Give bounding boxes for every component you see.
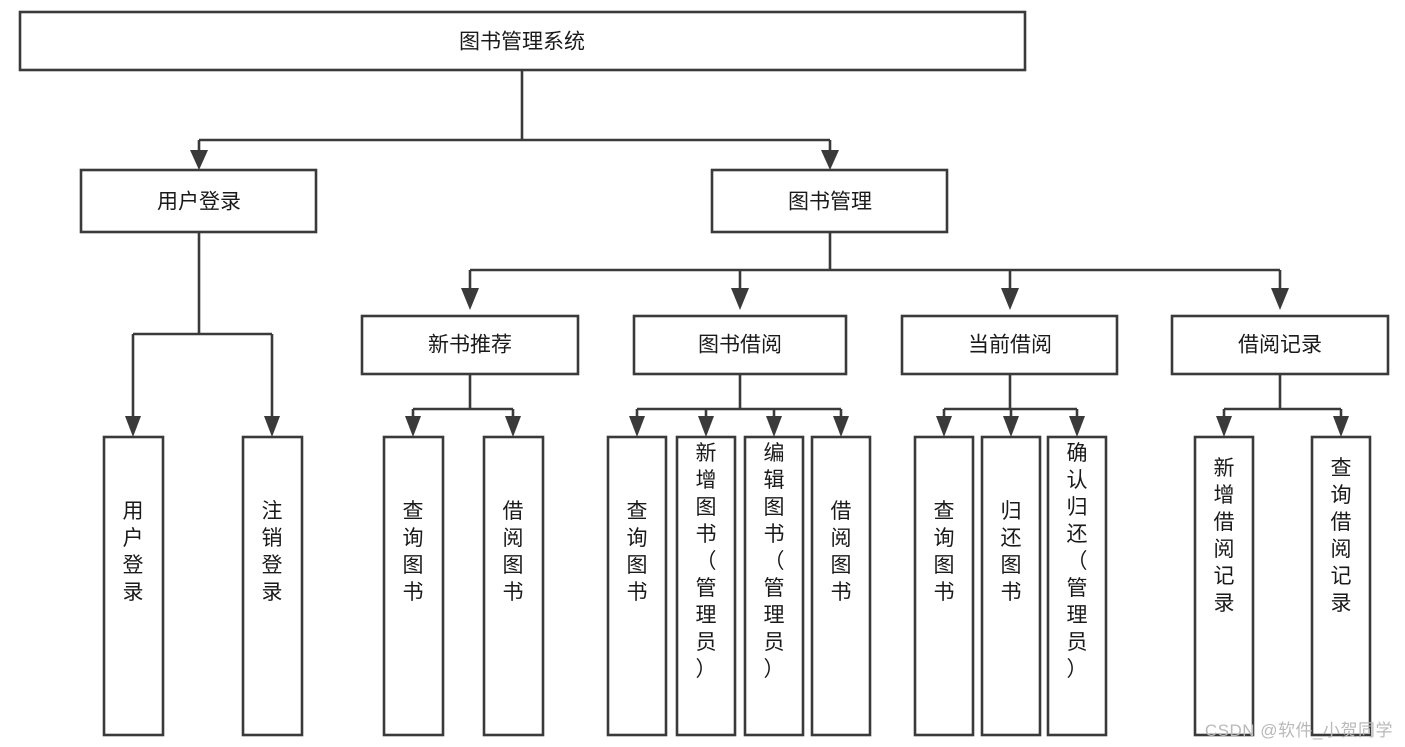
node-current-borrow-box[interactable] (900, 314, 1119, 376)
arrow-head-userlogin-child-2 (264, 416, 280, 437)
node-new-book-recommend-box[interactable] (360, 314, 580, 376)
connector-group-book-borrow (629, 374, 849, 437)
leaf-borrow-records-1[interactable]: 新增借阅记录 (1193, 435, 1255, 737)
node-root-box[interactable] (18, 10, 1027, 72)
leaf-book-borrow-3-box[interactable] (743, 435, 805, 737)
leaf-book-borrow-4[interactable]: 借阅图书 (810, 435, 872, 737)
leaf-book-borrow-2[interactable]: 新增图书（管理员） (675, 435, 737, 737)
leaf-borrow-records-2-label: 查询借阅记录 (1331, 457, 1352, 615)
leaf-current-borrow-1-label: 查询图书 (934, 500, 955, 604)
arrow-head-newbooks-child-2 (505, 416, 521, 437)
leaf-user-login-2-label: 注销登录 (262, 500, 283, 604)
leaf-current-borrow-2-label: 归还图书 (1001, 500, 1022, 604)
arrow-head-newbooks-child-1 (405, 416, 421, 437)
node-user-login-box[interactable] (79, 168, 318, 234)
leaf-current-borrow-3[interactable]: 确认归还（管理员） (1046, 435, 1108, 737)
node-book-management-box[interactable] (710, 168, 949, 234)
leaf-book-borrow-2-box[interactable] (675, 435, 737, 737)
leaf-new-books-1-label: 查询图书 (403, 500, 424, 604)
leaf-book-borrow-3[interactable]: 编辑图书（管理员） (743, 435, 805, 737)
node-book-management-label: 图书管理 (788, 191, 872, 214)
leaf-user-login-1-box[interactable] (102, 435, 165, 737)
leaf-user-login-1[interactable]: 用户登录 (102, 435, 165, 737)
leaf-current-borrow-1[interactable]: 查询图书 (913, 435, 975, 737)
node-new-book-recommend[interactable]: 新书推荐 (360, 314, 580, 376)
connector-group-book-mgmt (461, 232, 1289, 310)
leaf-book-borrow-1-box[interactable] (606, 435, 668, 737)
leaf-new-books-1[interactable]: 查询图书 (382, 435, 445, 737)
node-book-borrow-box[interactable] (632, 314, 848, 376)
leaf-new-books-2[interactable]: 借阅图书 (482, 435, 545, 737)
leaf-book-borrow-4-box[interactable] (810, 435, 872, 737)
arrow-head-borrowrecords (1271, 288, 1289, 310)
node-current-borrow[interactable]: 当前借阅 (900, 314, 1119, 376)
leaf-borrow-records-2[interactable]: 查询借阅记录 (1310, 435, 1372, 737)
arrow-head-newbooks (461, 288, 479, 310)
node-root-label: 图书管理系统 (459, 31, 585, 54)
leaf-book-borrow-2-label: 新增图书（管理员） (696, 442, 717, 681)
arrow-head-bookborrow-child-4 (833, 416, 849, 437)
node-book-management[interactable]: 图书管理 (710, 168, 949, 234)
arrow-head-userlogin (190, 150, 208, 170)
connector-group-root (190, 70, 839, 170)
connector-group-current-borrow (936, 374, 1085, 437)
leaf-book-borrow-1-label: 查询图书 (627, 500, 648, 604)
arrow-head-currentborrow-child-3 (1069, 416, 1085, 437)
arrow-head-bookborrow-child-1 (629, 416, 645, 437)
connector-group-borrow-records (1216, 374, 1349, 437)
leaf-new-books-2-label: 借阅图书 (503, 500, 524, 604)
arrow-head-bookmgmt (821, 150, 839, 170)
leaf-borrow-records-1-box[interactable] (1193, 435, 1255, 737)
leaf-current-borrow-1-box[interactable] (913, 435, 975, 737)
arrow-head-currentborrow-child-2 (1003, 416, 1019, 437)
node-current-borrow-label: 当前借阅 (968, 334, 1052, 357)
leaf-borrow-records-2-box[interactable] (1310, 435, 1372, 737)
node-borrow-records[interactable]: 借阅记录 (1170, 314, 1390, 376)
arrow-head-userlogin-child-1 (125, 416, 141, 437)
node-borrow-records-box[interactable] (1170, 314, 1390, 376)
arrow-head-currentborrow-child-1 (936, 416, 952, 437)
node-new-book-recommend-label: 新书推荐 (428, 334, 512, 357)
leaf-current-borrow-2[interactable]: 归还图书 (980, 435, 1042, 737)
arrow-head-bookborrow (731, 288, 749, 310)
leaf-borrow-records-1-label: 新增借阅记录 (1214, 457, 1235, 615)
leaf-user-login-2[interactable]: 注销登录 (241, 435, 304, 737)
leaf-book-borrow-3-label: 编辑图书（管理员） (764, 442, 785, 681)
connector-group-user-login (125, 232, 280, 437)
node-book-borrow[interactable]: 图书借阅 (632, 314, 848, 376)
node-user-login-label: 用户登录 (157, 191, 241, 214)
node-borrow-records-label: 借阅记录 (1238, 334, 1322, 357)
leaf-current-borrow-2-box[interactable] (980, 435, 1042, 737)
arrow-head-bookborrow-child-2 (698, 416, 714, 437)
arrow-head-currentborrow (1001, 288, 1019, 310)
arrow-head-bookborrow-child-3 (766, 416, 782, 437)
arrow-head-borrowrecords-child-2 (1333, 416, 1349, 437)
node-user-login[interactable]: 用户登录 (79, 168, 318, 234)
leaf-new-books-1-box[interactable] (382, 435, 445, 737)
leaf-book-borrow-4-label: 借阅图书 (831, 500, 852, 604)
node-book-borrow-label: 图书借阅 (698, 334, 782, 357)
leaf-new-books-2-box[interactable] (482, 435, 545, 737)
connector-group-new-books (405, 374, 521, 437)
arrow-head-borrowrecords-child-1 (1216, 416, 1232, 437)
leaf-current-borrow-3-box[interactable] (1046, 435, 1108, 737)
leaf-user-login-1-label: 用户登录 (123, 500, 144, 604)
leaf-current-borrow-3-label: 确认归还（管理员） (1067, 442, 1088, 681)
node-root[interactable]: 图书管理系统 (18, 10, 1027, 72)
leaf-book-borrow-1[interactable]: 查询图书 (606, 435, 668, 737)
leaf-user-login-2-box[interactable] (241, 435, 304, 737)
